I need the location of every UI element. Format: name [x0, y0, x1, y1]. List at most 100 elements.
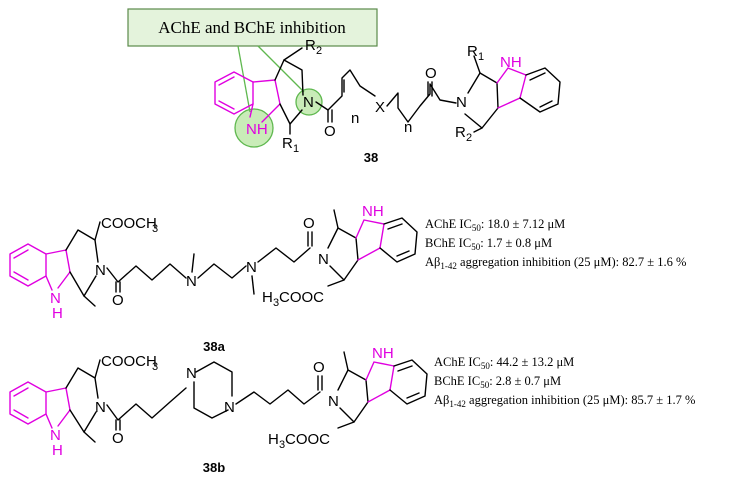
compound-38a-structure: N H COOCH 3 N O N N O N H 3 COOC NH 38a	[9, 203, 418, 354]
atom-label: H	[52, 442, 63, 459]
bond	[337, 421, 355, 429]
atom-label: Aβ1-42 aggregation inhibition (25 μM): 8…	[425, 255, 686, 271]
atom-label: NH	[500, 54, 522, 71]
linker-left-chain	[315, 69, 376, 111]
right-pyrrole	[496, 67, 527, 109]
atom-label: N	[456, 94, 467, 111]
38a-chain-left	[106, 263, 187, 283]
highlight-circle-nh	[234, 108, 274, 148]
38a-chain-right	[257, 247, 311, 263]
38b-chain-left	[106, 387, 187, 421]
bond	[115, 281, 121, 293]
atom-label: R	[455, 124, 466, 141]
atom-label: X	[375, 99, 385, 116]
bond	[387, 223, 410, 257]
38b-chain-right	[235, 389, 321, 405]
38b-right-benzene	[389, 359, 428, 405]
atom-label: O	[112, 292, 124, 309]
atom-label: R	[467, 43, 478, 60]
atom-label: O	[425, 65, 437, 82]
atom-label: H	[268, 431, 279, 448]
atom-label: NH	[362, 203, 384, 220]
bond	[251, 275, 255, 295]
bond	[333, 209, 339, 229]
38a-right-pyrrole	[355, 219, 385, 261]
atom-label: 1	[478, 51, 484, 63]
atom-label: BChE IC50: 1.7 ± 0.8 μM	[425, 236, 552, 252]
atom-label: COOC	[285, 431, 330, 448]
callout-leader-1	[237, 45, 251, 113]
atom-label: n	[351, 110, 359, 127]
atom-label: O	[313, 359, 325, 376]
atom-label: N	[224, 399, 235, 416]
atom-label: NH	[372, 345, 394, 362]
atom-label: COOCH	[101, 215, 157, 232]
atom-label: N	[318, 251, 329, 268]
atom-label: 38a	[203, 339, 225, 354]
left-pyrrole	[249, 79, 281, 123]
atom-label: 3	[152, 223, 158, 235]
atom-label: N	[186, 365, 197, 382]
bond	[191, 253, 195, 273]
bond	[13, 249, 29, 281]
right-indole-benzene	[519, 67, 561, 113]
atom-label: AChE IC50: 18.0 ± 7.12 μM	[425, 217, 565, 233]
bond	[94, 359, 101, 379]
bond	[343, 351, 349, 371]
atom-label: 38	[364, 150, 378, 165]
bond	[283, 47, 303, 61]
atom-label: H	[262, 289, 273, 306]
bond	[397, 365, 420, 399]
38a-left-piperidine	[65, 229, 99, 297]
atom-label: O	[112, 430, 124, 447]
atom-label: N	[95, 399, 106, 416]
bond	[473, 127, 483, 133]
38b-right-piperidine	[337, 369, 369, 423]
atom-label: N	[95, 262, 106, 279]
atom-label: 3	[279, 439, 285, 451]
bond	[218, 76, 235, 110]
atom-label: N	[328, 393, 339, 410]
atom-label: COOC	[279, 289, 324, 306]
atom-label: O	[303, 215, 315, 232]
left-indole-benzene	[214, 71, 254, 115]
atom-label: COOCH	[101, 353, 157, 370]
compound-38b-structure: N H COOCH 3 N O N N O N H 3 COOC NH 38b	[9, 345, 428, 475]
atom-label: NH	[246, 121, 268, 138]
atom-label: BChE IC50: 2.8 ± 0.7 μM	[434, 374, 561, 390]
atom-label: n	[404, 119, 412, 136]
callout-text: AChE and BChE inhibition	[158, 18, 346, 37]
compound-38b-activity: AChE IC50: 44.2 ± 13.2 μM BChE IC50: 2.8…	[434, 355, 695, 409]
atom-label: 2	[466, 132, 472, 144]
compound-38a-activity: AChE IC50: 18.0 ± 7.12 μM BChE IC50: 1.7…	[425, 217, 686, 271]
atom-label: R	[282, 135, 293, 152]
callout-box	[127, 8, 378, 47]
atom-label: 1	[293, 143, 299, 155]
38b-left-pyrrole	[45, 387, 71, 429]
bond	[94, 221, 101, 241]
right-piperidine-ring	[464, 72, 499, 129]
atom-label: N	[50, 290, 61, 307]
atom-label: 38b	[203, 460, 225, 475]
bond	[327, 279, 345, 287]
38a-right-piperidine	[327, 227, 359, 281]
38b-piperazine-ring	[193, 361, 233, 419]
bond	[115, 419, 121, 431]
bond	[529, 72, 553, 108]
38b-left-piperidine	[65, 367, 99, 433]
38a-left-pyrrole	[45, 249, 71, 291]
bond	[83, 295, 96, 307]
atom-label: 3	[273, 297, 279, 309]
left-piperidine-ring	[274, 59, 304, 125]
bond	[13, 387, 29, 419]
callout-leader-2	[257, 45, 305, 93]
38a-chain-middle	[197, 263, 247, 279]
atom-label: N	[303, 94, 314, 111]
general-structure-38: AChE and BChE inhibition R 2 R 1 N NH O …	[127, 8, 561, 165]
atom-label: R	[305, 37, 316, 54]
atom-label: 2	[316, 45, 322, 57]
atom-label: O	[324, 123, 336, 140]
atom-label: N	[50, 427, 61, 444]
atom-label: N	[186, 273, 197, 290]
atom-label: Aβ1-42 aggregation inhibition (25 μM): 8…	[434, 393, 695, 409]
